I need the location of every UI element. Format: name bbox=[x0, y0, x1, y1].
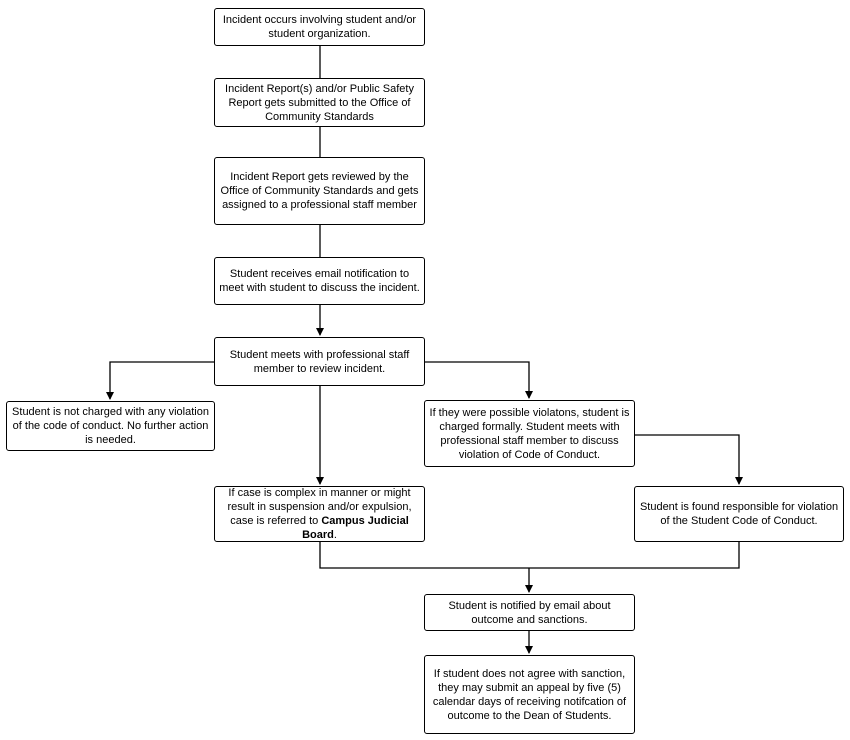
node-incident-occurs: Incident occurs involving student and/or… bbox=[214, 8, 425, 46]
node-report-reviewed-label: Incident Report gets reviewed by the Off… bbox=[220, 171, 419, 211]
node-complex-case-label: If case is complex in manner or might re… bbox=[219, 486, 420, 542]
node-found-responsible: Student is found responsible for violati… bbox=[634, 486, 844, 542]
edge-complex-to-merge bbox=[319, 542, 740, 569]
node-report-reviewed: Incident Report gets reviewed by the Off… bbox=[214, 157, 425, 225]
node-incident-occurs-label: Incident occurs involving student and/or… bbox=[222, 14, 417, 40]
node-found-responsible-label: Student is found responsible for violati… bbox=[639, 501, 839, 527]
node-student-meets-label: Student meets with professional staff me… bbox=[229, 348, 410, 375]
node-student-meets: Student meets with professional staff me… bbox=[214, 337, 425, 386]
node-not-charged: Student is not charged with any violatio… bbox=[6, 401, 215, 451]
node-appeal-label: If student does not agree with sanction,… bbox=[432, 667, 627, 722]
edge-charged-to-responsible bbox=[635, 434, 743, 485]
node-email-notification-label: Student receives email notification to m… bbox=[219, 268, 420, 294]
edge-meets-to-not-charged bbox=[106, 361, 214, 400]
node-complex-case: If case is complex in manner or might re… bbox=[214, 486, 425, 542]
node-charged-formally-label: If they were possible violatons, student… bbox=[429, 406, 630, 461]
node-notified-outcome-label: Student is notified by email about outco… bbox=[448, 599, 611, 626]
node-charged-formally: If they were possible violatons, student… bbox=[424, 400, 635, 467]
edge-meets-to-charged bbox=[425, 361, 533, 399]
node-report-submitted-label: Incident Report(s) and/or Public Safety … bbox=[225, 82, 414, 123]
node-complex-case-end: . bbox=[333, 529, 337, 541]
node-notified-outcome: Student is notified by email about outco… bbox=[424, 594, 635, 631]
node-not-charged-label: Student is not charged with any violatio… bbox=[12, 406, 209, 446]
node-report-submitted: Incident Report(s) and/or Public Safety … bbox=[214, 78, 425, 127]
node-email-notification: Student receives email notification to m… bbox=[214, 257, 425, 305]
node-appeal: If student does not agree with sanction,… bbox=[424, 655, 635, 734]
campus-judicial-board-text: Campus Judicial Board bbox=[302, 515, 409, 541]
node-complex-case-text: If case is complex in manner or might re… bbox=[227, 487, 412, 527]
